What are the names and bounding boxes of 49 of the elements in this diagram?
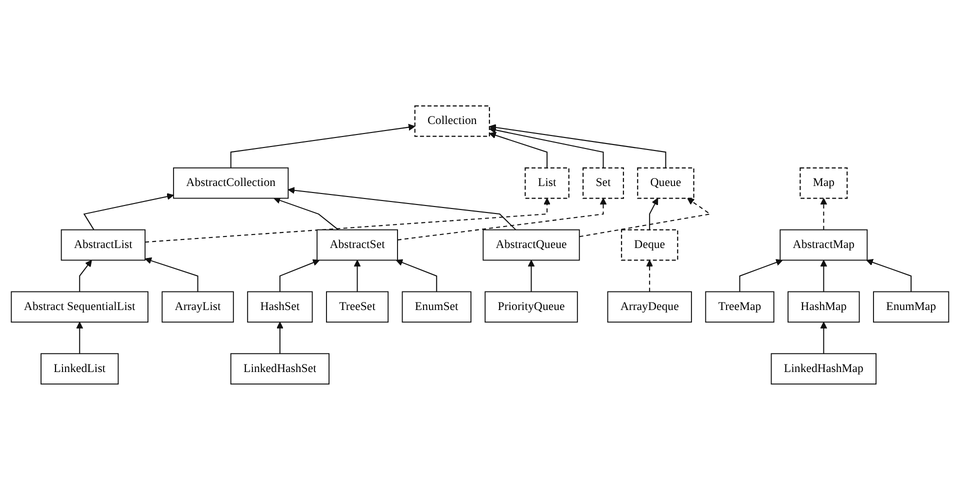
arrow (528, 260, 535, 292)
arrow (354, 260, 361, 292)
node-box: AbstractQueue (482, 229, 580, 261)
node-box: Collection (414, 105, 490, 137)
node-box: PriorityQueue (484, 291, 578, 323)
arrow (489, 126, 604, 168)
arrow (144, 257, 198, 292)
node-box: ArrayList (162, 291, 234, 323)
node-box: LinkedList (40, 353, 119, 384)
arrow (79, 260, 92, 292)
node-box: AbstractSet (316, 229, 398, 261)
node-box: EnumSet (402, 291, 472, 323)
node-box: HashMap (788, 291, 860, 323)
arrow (276, 322, 284, 354)
node-box: AbstractCollection (173, 167, 289, 199)
node-box: Deque (620, 229, 678, 261)
arrow (230, 124, 416, 168)
arrow (649, 198, 658, 230)
node-box: Set (582, 167, 624, 199)
node-box: LinkedHashMap (770, 353, 877, 384)
arrow (866, 259, 912, 292)
arrow (739, 259, 783, 292)
node-box: AbstractMap (780, 229, 868, 261)
node-box: List (524, 167, 570, 199)
arrow (646, 260, 654, 292)
node-box: AbstractList (60, 229, 146, 261)
arrow (274, 197, 339, 230)
arrow (76, 322, 84, 354)
arrow (489, 132, 548, 168)
arrow (820, 322, 828, 354)
node-box: ArrayDeque (607, 291, 692, 323)
node-box: EnumMap (873, 291, 950, 323)
node-box: TreeSet (326, 291, 389, 323)
node-box: TreeMap (705, 291, 774, 323)
arrow (397, 198, 607, 240)
node-box: Map (800, 167, 848, 199)
arrow (820, 198, 828, 230)
arrow (579, 198, 712, 238)
arrow (279, 259, 320, 292)
node-box: Queue (637, 167, 694, 199)
node-box: LinkedHashSet (230, 353, 330, 384)
arrow (489, 124, 666, 168)
node-box: HashSet (247, 291, 313, 323)
arrow (396, 259, 438, 292)
node-box: Abstract SequentialList (10, 291, 148, 323)
arrow (83, 193, 174, 230)
arrow (820, 260, 828, 292)
arrow (288, 186, 516, 230)
arrow (145, 198, 551, 243)
